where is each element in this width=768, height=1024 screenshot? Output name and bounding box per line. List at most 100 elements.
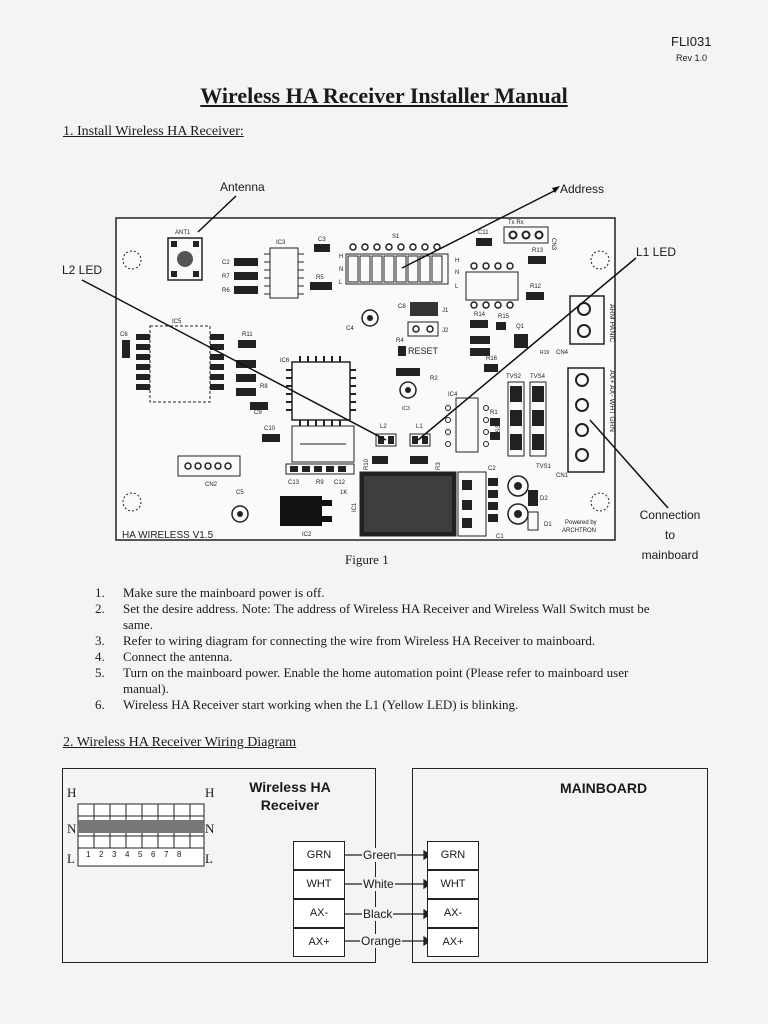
svg-text:IC1: IC1 [352, 502, 358, 512]
svg-text:TVS4: TVS4 [530, 374, 546, 380]
svg-text:Q1: Q1 [516, 324, 525, 330]
callout-lines [81, 189, 669, 509]
address-callout: Address [560, 182, 605, 196]
page-title: Wireless HA Receiver Installer Manual [200, 83, 568, 108]
mounting-hole [122, 492, 142, 512]
dip-label-h: H [205, 785, 215, 800]
step-text: Make sure the mainboard power is off. [123, 585, 325, 600]
mainboard-terminal-wht: WHT [427, 870, 479, 899]
l1-led: L1 [409, 424, 431, 447]
dip-label-n: N [67, 821, 77, 836]
svg-text:R8: R8 [260, 384, 268, 390]
svg-text:H: H [339, 254, 343, 260]
receiver-terminal-ax-plus: AX+ [293, 928, 345, 957]
svg-text:C10: C10 [264, 426, 276, 432]
svg-text:R7: R7 [222, 274, 230, 280]
mainboard-title: MAINBOARD [560, 780, 648, 796]
svg-text:IC3: IC3 [402, 406, 410, 412]
ic3-chip: IC3 [264, 240, 304, 299]
step-number: 3. [95, 633, 105, 648]
mainboard-terminal-ax-plus: AX+ [427, 928, 479, 957]
dip-label-l: L [205, 851, 213, 866]
step-text: Refer to wiring diagram for connecting t… [123, 633, 596, 648]
document-id: FLI031 [671, 34, 712, 49]
mainboard-terminal-ax-minus: AX- [427, 899, 479, 928]
list-item: 2.Set the desire address. Note: The addr… [95, 601, 655, 633]
manufacturer: ARCHTRON [562, 528, 596, 534]
svg-text:C5: C5 [236, 490, 244, 496]
wire-label: Black [362, 907, 394, 921]
svg-text:R9: R9 [316, 480, 324, 486]
powered-by: Powered by [565, 520, 597, 526]
receiver-terminal-wht: WHT [293, 870, 345, 899]
mainboard-box [412, 768, 708, 963]
dip-switch-diagram [77, 803, 205, 867]
cn1-mainboard-connector: AX+ AX- WHT GRN CN1 [556, 367, 615, 479]
wire-label: Green [362, 848, 398, 862]
svg-text:CN3: CN3 [550, 238, 556, 251]
svg-text:D2: D2 [540, 496, 548, 502]
svg-text:L1: L1 [416, 424, 423, 430]
capacitor-c4 [361, 309, 379, 327]
svg-text:R14: R14 [474, 312, 486, 318]
l2-led: L2 [375, 424, 397, 447]
cn2-header: CN2 [177, 455, 241, 488]
dip-label-n: N [205, 821, 215, 836]
svg-text:R2: R2 [430, 376, 438, 382]
svg-text:C3: C3 [318, 237, 326, 243]
l2-led-callout: L2 LED [62, 263, 103, 277]
svg-text:TVS2: TVS2 [506, 374, 522, 380]
document-revision: Rev 1.0 [676, 53, 708, 63]
dip-number: 5 [138, 850, 143, 859]
svg-text:R16: R16 [486, 356, 498, 362]
mounting-hole [590, 250, 610, 270]
connection-callout-line: mainboard [641, 548, 699, 562]
svg-text:ARM PANIC: ARM PANIC [608, 304, 615, 342]
svg-text:IC6: IC6 [280, 358, 290, 364]
svg-text:CN1: CN1 [556, 473, 569, 479]
list-item: 1.Make sure the mainboard power is off. [95, 585, 655, 601]
receiver-title-line: Receiver [260, 797, 320, 813]
svg-text:C2: C2 [488, 466, 496, 472]
step-text: Turn on the mainboard power. Enable the … [123, 665, 629, 696]
svg-text:L: L [339, 280, 343, 286]
dip-number: 2 [99, 850, 104, 859]
receiver-terminal-grn: GRN [293, 841, 345, 870]
diode-d1 [527, 511, 539, 531]
svg-text:R6: R6 [222, 288, 230, 294]
antenna-connector: ANT1 [167, 230, 203, 281]
diode-d2 [528, 490, 538, 506]
ic2-regulator: IC2 [280, 496, 332, 538]
svg-text:C13: C13 [288, 480, 300, 486]
connection-callout-line: Connection [639, 508, 701, 522]
wire-label: Orange [360, 934, 403, 948]
list-item: 6.Wireless HA Receiver start working whe… [95, 697, 655, 713]
section-1-heading: 1. Install Wireless HA Receiver: [63, 124, 244, 139]
step-number: 4. [95, 649, 105, 664]
svg-text:H: H [455, 258, 459, 264]
svg-text:C11: C11 [478, 230, 489, 236]
ic4-chip: IC4 [445, 392, 489, 453]
arm-panic-connector: ARM PANIC CN4 [556, 295, 615, 356]
svg-text:J1: J1 [442, 308, 449, 314]
dip-number: 6 [151, 850, 156, 859]
svg-text:R15: R15 [498, 314, 510, 320]
mounting-hole [590, 492, 610, 512]
txrx-header: Tx Rx CN3 [503, 220, 556, 251]
svg-text:TVS3: TVS3 [496, 424, 502, 440]
svg-text:N: N [455, 270, 459, 276]
receiver-title-line: Wireless HA [249, 779, 331, 795]
svg-text:1K: 1K [340, 490, 347, 496]
installation-steps: 1.Make sure the mainboard power is off. … [95, 585, 655, 713]
dip-number: 8 [177, 850, 182, 859]
step-number: 5. [95, 665, 105, 680]
wire-label: White [362, 877, 395, 891]
step-text: Connect the antenna. [123, 649, 233, 664]
svg-text:IC2: IC2 [302, 532, 312, 538]
connection-callout-line: to [664, 528, 675, 542]
mounting-hole [122, 250, 142, 270]
step-number: 6. [95, 697, 105, 712]
l1-led-callout: L1 LED [636, 245, 677, 259]
